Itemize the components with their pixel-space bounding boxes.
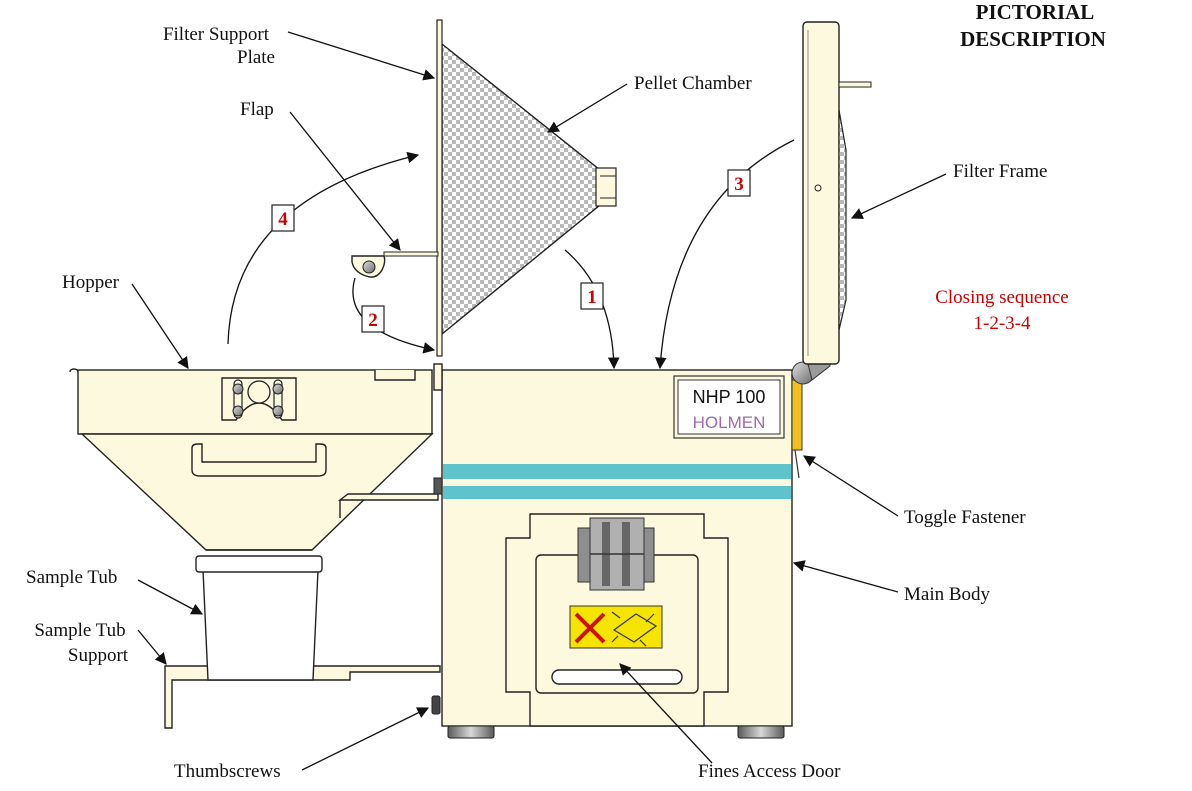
closing-sequence-line-2: 1-2-3-4 — [974, 313, 1031, 334]
label-main-body: Main Body — [904, 584, 991, 605]
warning-label — [569, 605, 663, 649]
toggle-fastener — [791, 359, 831, 479]
fines-access-door — [505, 513, 729, 727]
label-fines-access-door: Fines Access Door — [698, 761, 841, 782]
label-hopper: Hopper — [62, 272, 120, 293]
label-sample-tub-support-line-1: Sample Tub — [34, 620, 125, 641]
step-4: 4 — [271, 204, 295, 232]
label-toggle-fastener: Toggle Fastener — [904, 507, 1026, 528]
label-filter-support-plate-line-2: Plate — [237, 47, 275, 68]
flap — [351, 251, 439, 278]
closing-sequence-line-1: Closing sequence — [935, 287, 1069, 308]
cross-icon — [574, 612, 606, 644]
stripe-lower — [443, 486, 791, 499]
label-sample-tub-support-line-2: Support — [68, 645, 129, 666]
step-1: 1 — [580, 282, 604, 310]
step-2: 2 — [361, 305, 385, 333]
model-name: NHP 100 — [693, 387, 766, 407]
sample-tub — [195, 555, 323, 681]
svg-text:4: 4 — [278, 209, 288, 230]
step-3: 3 — [727, 169, 751, 197]
hopper — [69, 368, 439, 551]
label-filter-frame: Filter Frame — [953, 161, 1047, 182]
machine-warning-icon — [611, 611, 658, 647]
heading-line-2: DESCRIPTION — [960, 27, 1106, 51]
stripe-upper — [443, 464, 791, 479]
label-sample-tub: Sample Tub — [26, 567, 117, 588]
label-flap: Flap — [240, 99, 274, 120]
svg-text:2: 2 — [368, 310, 378, 331]
filter-support-plate — [436, 19, 443, 357]
svg-text:3: 3 — [734, 174, 744, 195]
label-pellet-chamber: Pellet Chamber — [634, 73, 752, 94]
filter-frame — [802, 21, 872, 365]
label-thumbscrews: Thumbscrews — [174, 761, 281, 782]
model-plate: NHP 100 HOLMEN — [673, 375, 785, 439]
svg-text:1: 1 — [587, 287, 597, 308]
heading-line-1: PICTORIAL — [976, 0, 1095, 24]
brand-name: HOLMEN — [693, 413, 766, 432]
leader-lines — [131, 31, 947, 771]
label-filter-support-plate-line-1: Filter Support — [163, 24, 270, 45]
